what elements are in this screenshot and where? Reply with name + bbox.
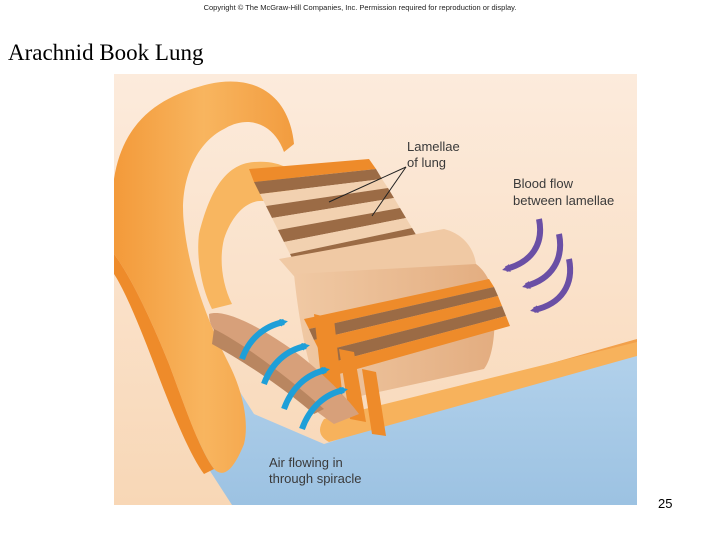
lamellae-plates [304, 279, 510, 376]
book-lung-illustration: Lamellae of lung Blood flow between lame… [114, 74, 637, 505]
page-number: 25 [658, 496, 673, 511]
label-air-line2: through spiracle [269, 471, 362, 486]
front-plate-2 [339, 349, 366, 422]
outer-body-wall [114, 81, 294, 473]
air-space [184, 304, 637, 505]
front-plate-1 [314, 314, 344, 409]
copyright-notice: Copyright © The McGraw-Hill Companies, I… [203, 3, 517, 12]
book-lung-figure: Lamellae of lung Blood flow between lame… [114, 74, 637, 505]
blood-flow-arrows [502, 218, 574, 314]
slide-title: Arachnid Book Lung [8, 40, 204, 65]
air-flow-arrows [239, 318, 348, 431]
label-blood-line1: Blood flow [513, 176, 574, 191]
front-plate-3 [362, 369, 386, 436]
lamellae-leader-lines [328, 166, 407, 217]
label-lamellae-line1: Lamellae [407, 139, 460, 154]
label-lamellae-line2: of lung [407, 155, 446, 170]
label-air-line1: Air flowing in [269, 455, 343, 470]
label-blood-line2: between lamellae [513, 193, 614, 208]
lower-wall-fold [320, 342, 637, 442]
outer-wall-shadow [114, 254, 214, 474]
lamella-roll [209, 313, 359, 424]
